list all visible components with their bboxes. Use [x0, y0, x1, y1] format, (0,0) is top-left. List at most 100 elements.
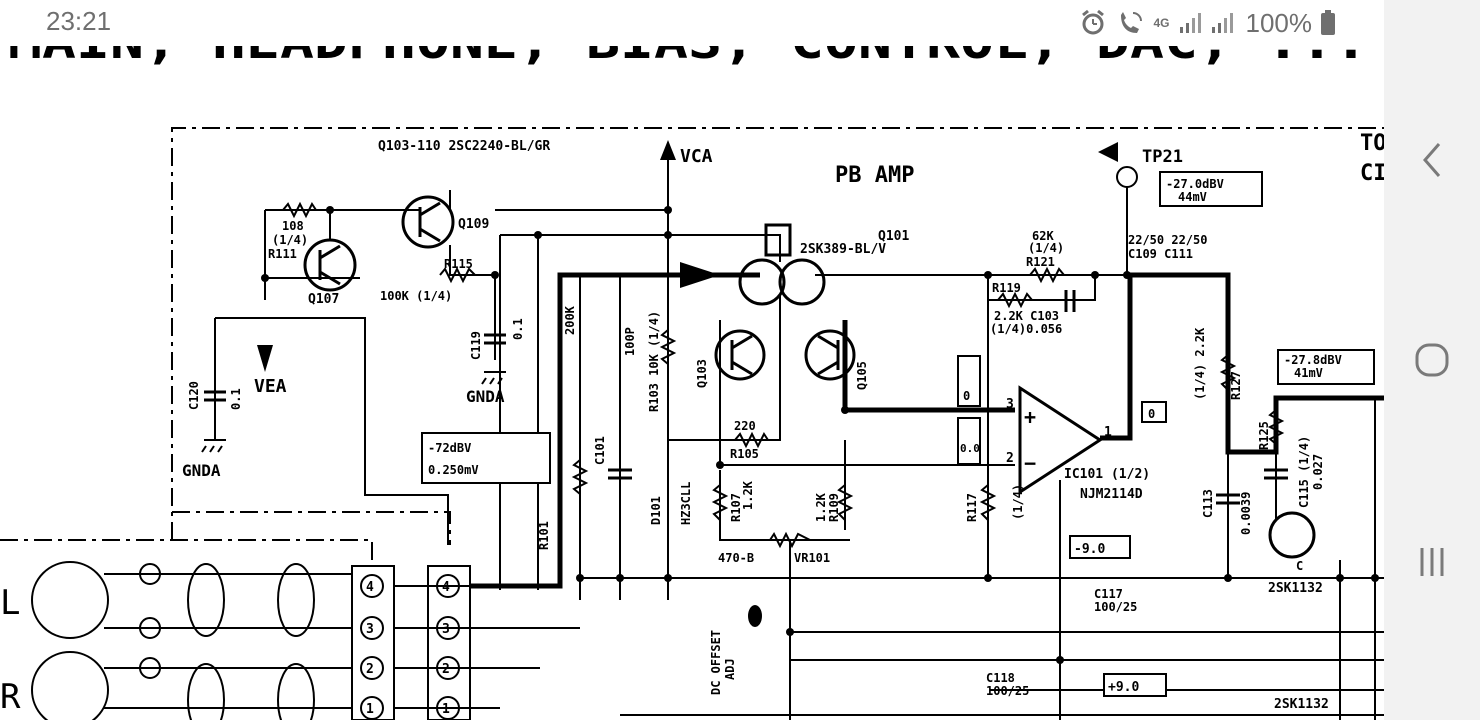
c117-label: C117 — [1094, 587, 1123, 601]
dc-offset-marker — [748, 605, 762, 627]
gnda-label: GNDA — [466, 387, 505, 406]
r108-watt: (1/4) — [272, 233, 308, 247]
c113-label: C113 — [1201, 489, 1215, 518]
tp21-mv: 44mV — [1178, 190, 1207, 204]
r121-label: R121 — [1026, 255, 1055, 269]
c117-value: 100/25 — [1094, 600, 1137, 614]
pin-number: 4 — [366, 580, 374, 595]
signal-path — [470, 272, 1384, 589]
neg-9v-box: -9.0 — [1074, 542, 1105, 557]
c115-value: 0.027 — [1311, 454, 1325, 490]
ic101-label: IC101 (1/2) — [1064, 467, 1150, 482]
voltage-box: 0.0 — [960, 442, 980, 455]
q109-label: Q109 — [458, 217, 489, 232]
ic101-part: NJM2114D — [1080, 487, 1143, 502]
pin-number: 1 — [442, 702, 450, 717]
status-clock: 23:21 — [46, 6, 112, 36]
ground-symbols — [201, 371, 506, 453]
pin-number: 1 — [366, 702, 374, 717]
2sk1132-label: 2SK1132 — [1274, 697, 1329, 712]
c101-label: C101 — [593, 436, 607, 465]
arrows — [257, 140, 1118, 372]
pin-number: 3 — [366, 622, 374, 637]
output-level: -27.8dBV — [1284, 353, 1342, 367]
vca-label: VCA — [680, 146, 713, 167]
q103-label: Q103 — [695, 359, 709, 388]
fet-label: C — [1296, 559, 1303, 573]
pin-number: 4 — [442, 580, 450, 595]
ic-plus-sign: + — [1024, 405, 1036, 429]
c115-label: C115 (1/4) — [1297, 436, 1311, 508]
c109-label: C109 C111 — [1128, 247, 1193, 261]
ic-pin: 3 — [1006, 397, 1014, 412]
c118-label: C118 — [986, 671, 1015, 685]
r103-label: R103 10K (1/4) — [647, 311, 661, 412]
recents-button[interactable] — [1402, 532, 1462, 592]
r101-label: R101 — [537, 521, 551, 550]
vea-label: VEA — [254, 376, 287, 397]
c120-label: C120 — [187, 381, 201, 410]
left-channel-label: L — [0, 583, 20, 623]
schematic-drawing: MAIN, HEADPHONE, BIAS, CONTROL, DAC, ... — [0, 15, 1387, 724]
r117-watt: (1/4) — [1011, 484, 1025, 520]
r127-label: R127 — [1229, 371, 1243, 400]
d101-label: D101 — [649, 496, 663, 525]
c113-value: 0.0039 — [1239, 492, 1253, 535]
r115-value: 100K (1/4) — [380, 289, 452, 303]
junction-dots — [261, 206, 1379, 664]
ci-label: CI — [1360, 161, 1384, 186]
tp21-level: -27.0dBV — [1166, 177, 1224, 191]
to-label: TO — [1360, 131, 1384, 156]
r121-watt: (1/4) — [1028, 241, 1064, 255]
ic-minus-sign: − — [1024, 451, 1036, 475]
pin-number: 2 — [366, 662, 374, 677]
label-boxes — [421, 171, 1375, 697]
capacitors — [204, 290, 1288, 505]
q107-label: Q107 — [308, 292, 339, 307]
r119-watt: (1/4)0.056 — [990, 322, 1062, 336]
recents-icon — [1420, 548, 1444, 576]
c120-value: 0.1 — [229, 388, 243, 410]
connectors — [31, 561, 471, 724]
vr101-value: 470-B — [718, 551, 754, 565]
r119-value: 2.2K C103 — [994, 309, 1059, 323]
ic-pin: 2 — [1006, 451, 1014, 466]
r111-label: R111 — [268, 247, 297, 261]
signal-icon — [1179, 13, 1201, 33]
r105-label: R105 — [730, 447, 759, 461]
q105-label: Q105 — [855, 361, 869, 390]
schematic-labels: Q103-110 2SC2240-BL/GR VCA PB AMP TP21 -… — [0, 131, 1387, 717]
r127-value: (1/4) 2.2K — [1193, 327, 1207, 400]
output-mv: 41mV — [1294, 366, 1323, 380]
dc-offset-label: DC OFFSET — [709, 630, 723, 695]
r109-value: 1.2K — [814, 492, 828, 522]
r115-label: R115 — [444, 257, 473, 271]
schematic-document[interactable]: MAIN, HEADPHONE, BIAS, CONTROL, DAC, ... — [0, 0, 1387, 724]
chevron-left-icon — [1423, 143, 1441, 177]
home-circle-icon — [1415, 343, 1449, 377]
back-button[interactable] — [1402, 130, 1462, 190]
resistors — [282, 201, 1285, 549]
hz3cll-label: HZ3CLL — [679, 482, 693, 525]
r107-label: R107 — [729, 493, 743, 522]
tp21-test-point — [1116, 166, 1138, 188]
battery-percent: 100% — [1245, 7, 1313, 38]
transistors — [303, 195, 1316, 559]
rotated-labels: C120 0.1 C119 0.1 Q103 Q105 R103 10K (1/… — [187, 305, 1325, 695]
home-button[interactable] — [1402, 330, 1462, 390]
op-amp-ic101 — [1018, 385, 1103, 495]
r109-label: R109 — [827, 493, 841, 522]
pin-number: 3 — [442, 622, 450, 637]
status-bar: 23:21 4G 100% — [0, 0, 1384, 46]
q101-label: Q101 — [878, 229, 909, 244]
input-level: -72dBV — [428, 441, 471, 455]
wifi-call-icon — [1121, 12, 1143, 33]
q101-part: 2SK389-BL/V — [800, 242, 886, 257]
adj-label: ADJ — [723, 658, 737, 680]
c119-value: 0.1 — [511, 318, 525, 340]
r200k-label: 200K — [563, 305, 577, 335]
q103-110-label: Q103-110 2SC2240-BL/GR — [378, 139, 550, 154]
right-channel-label: R — [0, 677, 21, 717]
r105-value: 220 — [734, 419, 756, 433]
c100p-label: 100P — [623, 327, 637, 356]
